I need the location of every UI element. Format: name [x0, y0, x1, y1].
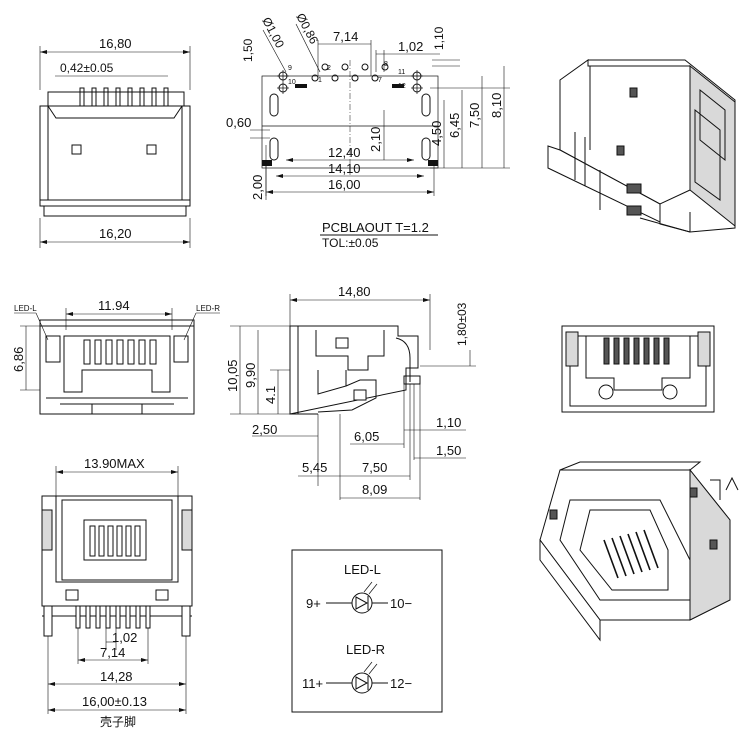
dim-16-00-bottom: 16,00±0.13: [82, 694, 147, 709]
dim-7-14-bottom: 7,14: [100, 645, 125, 660]
led-schematic-box: [291, 549, 443, 713]
schematic-led-r-label: LED-R: [346, 642, 385, 657]
front-view-contacts: [83, 339, 157, 365]
front-led-r-label: LED-R: [196, 304, 220, 313]
dim-5-45: 5,45: [302, 460, 327, 475]
top-view-latch-left: [71, 144, 82, 155]
pcb-layout-title: PCBLAOUT T=1.2: [322, 220, 429, 235]
front-led-l-label: LED-L: [14, 304, 37, 313]
dim-13-90max: 13.90MAX: [84, 456, 145, 471]
pcb-signal-holes: [311, 63, 389, 82]
dim-2-00: 2,00: [250, 175, 265, 200]
dim-hole-1-00: Ø1,00: [259, 15, 287, 51]
shell-pins-label: 壳子脚: [100, 714, 136, 729]
dim-7-14-pcb: 7,14: [333, 29, 358, 44]
side-view-body: [289, 325, 419, 415]
pcb-layout-view: 1,50 Ø1,00 Ø0,86 7,14 1,02 1,10 9 10 1 2…: [226, 11, 510, 250]
dim-6-45: 6,45: [447, 113, 462, 138]
dim-14-80: 14,80: [338, 284, 371, 299]
top-view-latch-right: [146, 144, 157, 155]
pin-label-10: 10: [288, 79, 296, 86]
pcb-led-holes: [277, 70, 423, 94]
iso-view-port: [539, 461, 739, 642]
dim-8-10: 8,10: [489, 93, 504, 118]
top-view-pins: [79, 87, 169, 107]
side-view-latch-lower: [353, 389, 367, 401]
pin-label-2: 2: [327, 65, 331, 72]
bottom-view: 13.90MAX: [41, 456, 193, 729]
top-view: 16,80 0,42±0.05 16,20: [39, 36, 191, 248]
dim-10-05: 10,05: [225, 359, 240, 392]
front-3d-body: [561, 325, 715, 413]
top-view-body: [39, 105, 191, 207]
schematic-pin-10: 10−: [390, 596, 412, 611]
dim-16-20: 16,20: [99, 226, 132, 241]
dim-1-50: 1,50: [241, 38, 255, 62]
pcb-layout-tolerance: TOL:±0.05: [322, 236, 379, 250]
pcb-shell-slot-right-bottom: [421, 137, 431, 161]
dim-2-10: 2,10: [368, 127, 383, 152]
dim-hole-0-86: Ø0,86: [293, 11, 321, 47]
dim-14-28: 14,28: [100, 669, 133, 684]
dim-14-10: 14,10: [328, 161, 361, 176]
dim-pin-width: 0,42±0.05: [60, 61, 114, 75]
dim-6-86: 6,86: [11, 347, 26, 372]
dim-4-50: 4,50: [429, 121, 444, 146]
pin-label-11: 11: [398, 69, 405, 76]
dim-1-80: 1,80±03: [455, 302, 469, 346]
dim-4-1: 4.1: [263, 386, 278, 404]
front-3d-contacts: [603, 337, 670, 365]
dim-16-00-pcb: 16,00: [328, 177, 361, 192]
dim-7-50-pcb: 7,50: [467, 103, 482, 128]
iso-port-contacts: [603, 529, 659, 579]
dim-2-50: 2,50: [252, 422, 277, 437]
pin-label-9: 9: [288, 65, 292, 72]
schematic-pin-9: 9+: [306, 596, 321, 611]
dim-11-94: 11.94: [98, 298, 130, 313]
front-3d-post-left: [598, 384, 614, 400]
dim-7-50-side: 7,50: [362, 460, 387, 475]
dim-6-05: 6,05: [354, 429, 379, 444]
bottom-view-pins: [43, 605, 191, 637]
side-view: 14,80 1,80±03 10,05 9,90 4.1 2,50 6,05 1…: [225, 284, 476, 500]
dim-1-02-bottom: 1,02: [112, 630, 137, 645]
pin-label-7: 7: [378, 77, 382, 84]
pcb-shell-slot-left-top: [269, 93, 279, 117]
front-view-port: [63, 335, 171, 393]
front-view: LED-L LED-R 11.94 6,86: [11, 298, 220, 415]
dim-9-90: 9,90: [243, 363, 258, 388]
pcb-shell-slot-right-top: [421, 93, 431, 117]
schematic-led-l-label: LED-L: [344, 562, 381, 577]
dim-1-50-side: 1,50: [436, 443, 461, 458]
dim-1-10-side: 1,10: [436, 415, 461, 430]
iso-view-rear: [547, 59, 736, 233]
bottom-view-contacts: [89, 525, 141, 557]
iso-view-front: [561, 325, 715, 413]
dim-1-10-pcb: 1,10: [432, 26, 446, 50]
schematic-pin-11: 11+: [302, 676, 323, 691]
dim-16-80: 16,80: [99, 36, 132, 51]
pcb-shell-slot-left-bottom: [269, 137, 279, 161]
led-schematic: LED-L 9+ 10− LED-R 11+ 12−: [291, 549, 443, 713]
front-3d-post-right: [662, 384, 678, 400]
dim-12-40: 12,40: [328, 145, 361, 160]
dim-0-60: 0,60: [226, 115, 251, 130]
schematic-pin-12: 12−: [390, 676, 412, 691]
side-view-latch-upper: [335, 337, 349, 349]
pin-label-1: 1: [318, 77, 322, 84]
dim-8-09: 8,09: [362, 482, 387, 497]
dim-1-02-pcb: 1,02: [398, 39, 423, 54]
